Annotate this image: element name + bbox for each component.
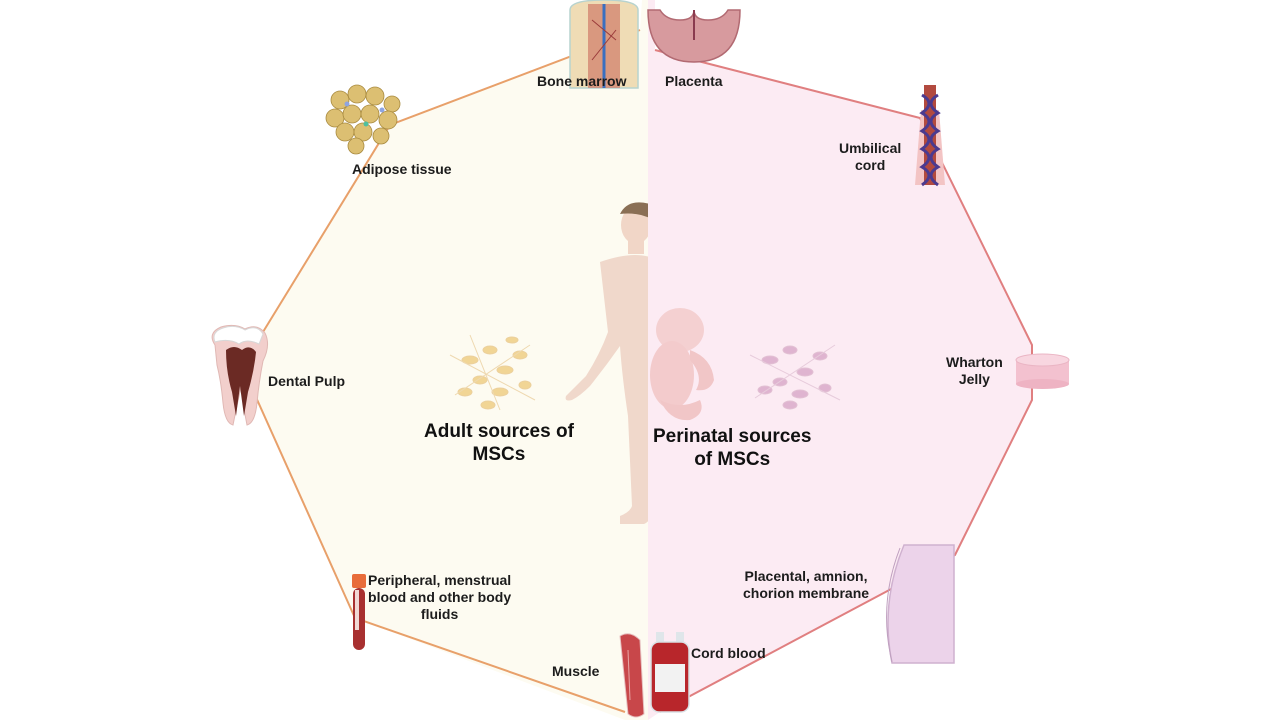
adult-title-line1: Adult sources of xyxy=(424,421,574,442)
label-peripheral-line2: blood and other body xyxy=(368,589,512,605)
membrane-icon xyxy=(886,544,955,664)
adult-msc-cells-icon xyxy=(449,334,536,411)
label-umbilical-cord: Umbilical cord xyxy=(839,140,901,174)
label-dental-pulp: Dental Pulp xyxy=(268,373,346,389)
blood-tube-icon xyxy=(352,574,366,650)
perinatal-title-line1: Perinatal sources xyxy=(653,426,812,447)
adipose-tissue-icon xyxy=(325,84,401,155)
label-membrane-line2: chorion membrane xyxy=(743,585,870,601)
label-membrane-line1: Placental, amnion, xyxy=(744,568,868,584)
label-umbilical-line1: Umbilical xyxy=(839,140,902,156)
label-adipose-tissue: Adipose tissue xyxy=(352,161,452,177)
umbilical-cord-icon xyxy=(915,85,945,187)
label-umbilical-line2: cord xyxy=(854,157,886,173)
tooth-icon xyxy=(211,324,269,426)
adult-sources-title: Adult sources of MSCs xyxy=(424,420,574,466)
label-wharton-line2: Jelly xyxy=(958,371,990,387)
label-wharton-line1: Wharton xyxy=(946,354,1003,370)
perinatal-msc-cells-icon xyxy=(749,344,841,410)
blood-bag-icon xyxy=(650,632,690,713)
label-peripheral-blood: Peripheral, menstrual blood and other bo… xyxy=(368,572,511,623)
label-cord-blood: Cord blood xyxy=(691,645,766,661)
muscle-icon xyxy=(619,633,645,718)
fetus-icon xyxy=(650,308,714,421)
bone-marrow-icon xyxy=(569,0,639,89)
placenta-icon xyxy=(647,9,741,63)
perinatal-sources-title: Perinatal sources of MSCs xyxy=(653,425,811,471)
label-bone-marrow: Bone marrow xyxy=(537,73,627,89)
label-membrane: Placental, amnion, chorion membrane xyxy=(743,568,869,602)
adult-half-background xyxy=(255,0,648,720)
label-placenta: Placenta xyxy=(665,73,723,89)
adult-title-line2: MSCs xyxy=(472,444,526,465)
label-wharton-jelly: Wharton Jelly xyxy=(946,354,1003,388)
label-muscle: Muscle xyxy=(552,663,600,679)
label-peripheral-line1: Peripheral, menstrual xyxy=(368,572,512,588)
label-peripheral-line3: fluids xyxy=(420,606,459,622)
human-figure-icon xyxy=(565,202,648,524)
perinatal-title-line2: of MSCs xyxy=(694,449,771,470)
wharton-jelly-icon xyxy=(1015,353,1070,389)
